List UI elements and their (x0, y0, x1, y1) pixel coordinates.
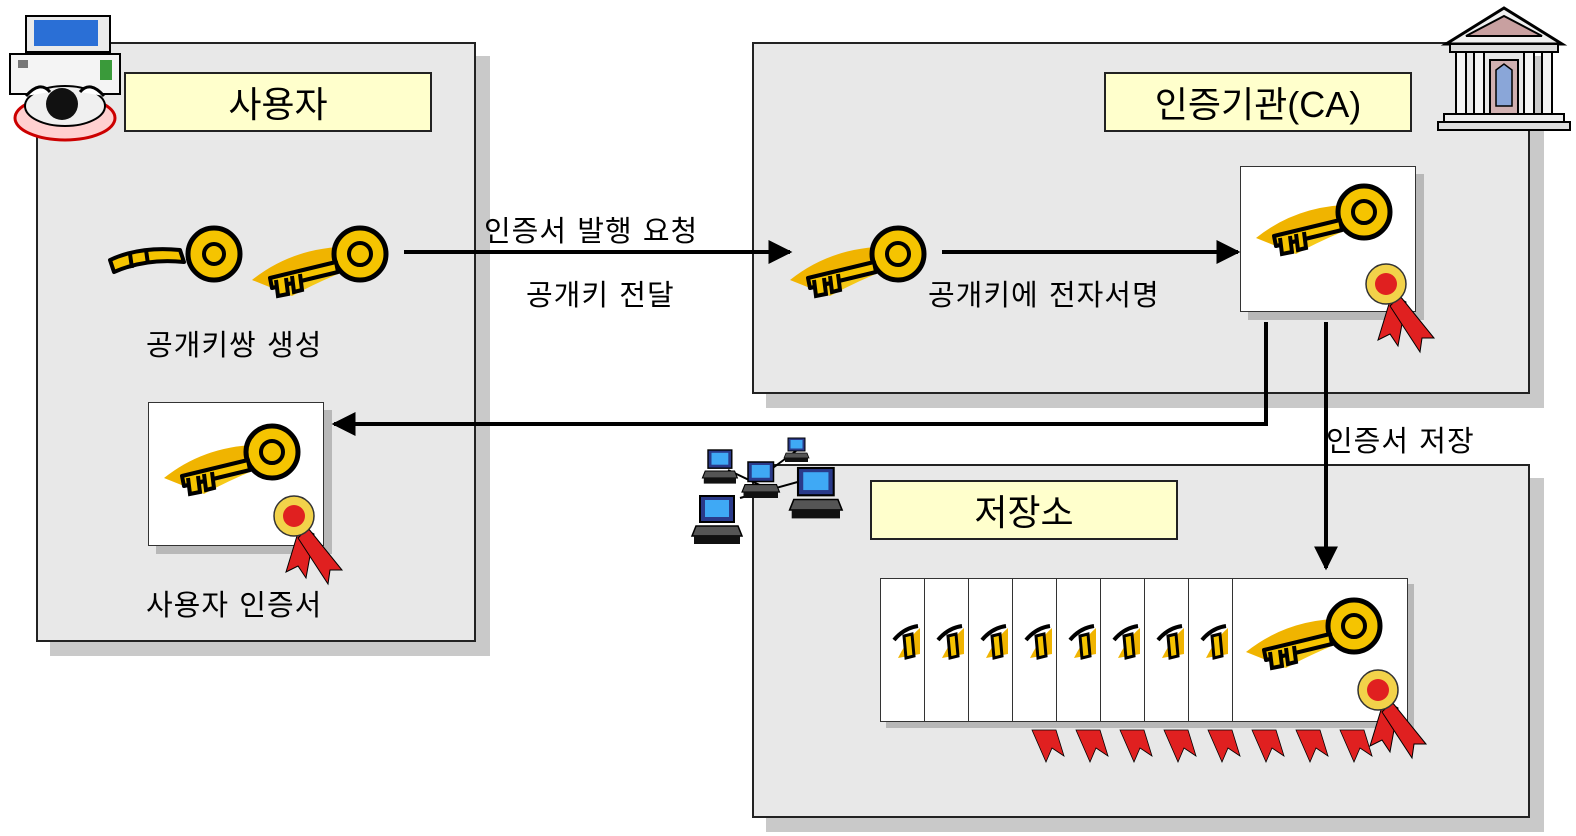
private-key-icon (108, 225, 243, 283)
network-computers-icon (691, 437, 844, 545)
user-title: 사용자 (124, 72, 432, 132)
keypair-label: 공개키쌍 생성 (146, 328, 323, 362)
public-key-icon (252, 228, 386, 296)
store-label: 인증서 저장 (1326, 424, 1475, 458)
user-person-icon (9, 15, 121, 142)
ca-title: 인증기관(CA) (1104, 72, 1412, 132)
received-public-key-icon (790, 228, 924, 296)
ca-cert-key-icon (1256, 186, 1390, 254)
stack-ribbons (1031, 729, 1373, 764)
stack-key-fragments (892, 624, 1230, 692)
issue-arrow (331, 322, 1268, 436)
ca-seal-icon (1365, 263, 1435, 353)
request-label: 인증서 발행 요청 (484, 214, 699, 248)
repository-title: 저장소 (870, 480, 1178, 540)
ca-building-icon (1437, 6, 1571, 131)
public-key-transfer-label: 공개키 전달 (526, 278, 675, 312)
user-seal-icon (273, 495, 343, 585)
user-cert-label: 사용자 인증서 (146, 588, 323, 622)
repository-cert-key-icon (1246, 600, 1380, 668)
sign-label: 공개키에 전자서명 (928, 278, 1160, 312)
user-cert-key-icon (164, 426, 298, 494)
